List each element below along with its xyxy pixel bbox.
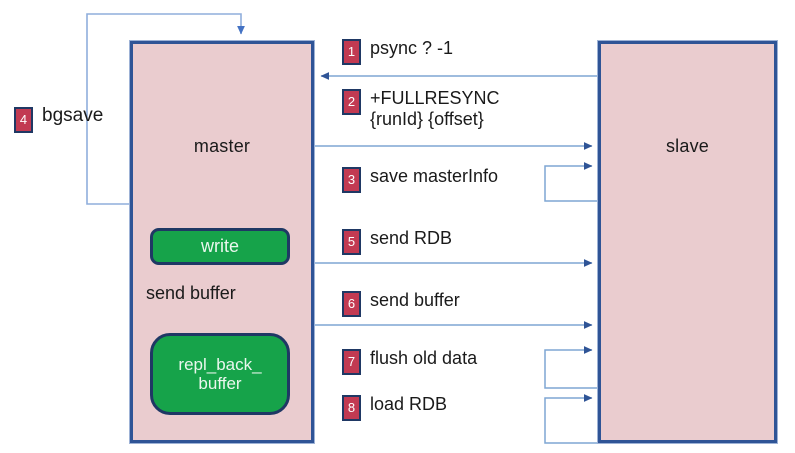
step-5-badge: 5 (342, 229, 361, 255)
step-3-badge: 3 (342, 167, 361, 193)
step-8-label: load RDB (370, 394, 448, 414)
master-node-label: master (193, 136, 251, 156)
slave-node[interactable]: slave (598, 41, 777, 443)
step-2-badge: 2 (342, 89, 361, 115)
step-2-label: +FULLRESYNC {runId} {offset} (370, 88, 500, 130)
step-1-badge: 1 (342, 39, 361, 65)
connector-step-3 (544, 162, 598, 202)
step-4: 4 bgsave (14, 105, 103, 133)
step-5-label: send RDB (370, 228, 453, 248)
step-2: 2 +FULLRESYNC {runId} {offset} (342, 88, 500, 130)
connector-step-8 (544, 394, 598, 444)
step-6-badge: 6 (342, 291, 361, 317)
slave-node-label: slave (665, 136, 710, 156)
step-1-label: psync ? -1 (370, 38, 454, 58)
connector-step-7 (544, 346, 598, 389)
step-7-badge: 7 (342, 349, 361, 375)
step-6-label: send buffer (370, 290, 460, 310)
step-1: 1 psync ? -1 (342, 38, 453, 65)
step-3-label: save masterInfo (370, 166, 499, 186)
step-8-badge: 8 (342, 395, 361, 421)
step-7: 7 flush old data (342, 348, 477, 375)
step-5: 5 send RDB (342, 228, 452, 255)
step-3: 3 save masterInfo (342, 166, 498, 193)
repl-back-buffer-node[interactable]: repl_back_ buffer (150, 333, 290, 415)
step-6: 6 send buffer (342, 290, 460, 317)
write-node-label: write (200, 236, 239, 257)
step-4-badge: 4 (14, 107, 33, 133)
step-7-label: flush old data (370, 348, 478, 368)
step-8: 8 load RDB (342, 394, 447, 421)
write-node[interactable]: write (150, 228, 290, 265)
repl-back-buffer-node-label: repl_back_ buffer (178, 354, 262, 393)
send-buffer-internal-label: send buffer (146, 283, 236, 303)
step-4-label: bgsave (42, 105, 104, 126)
